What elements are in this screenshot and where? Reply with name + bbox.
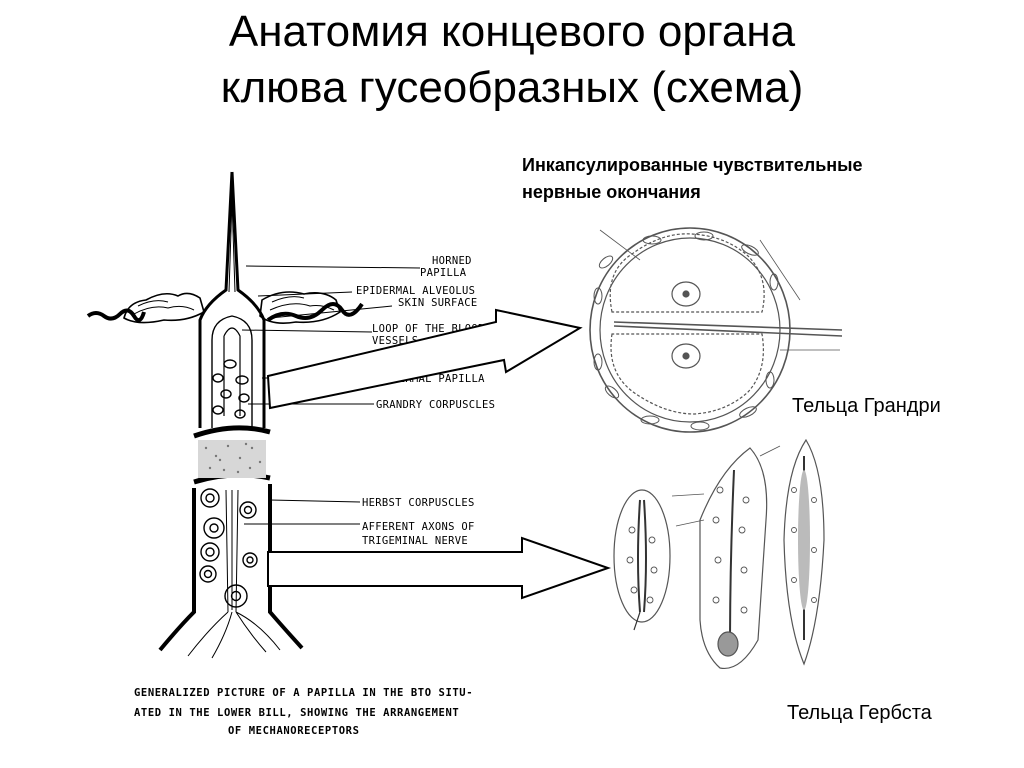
grandry-corpuscle-drawing xyxy=(589,227,843,433)
slide-title-line-1: Анатомия концевого органа xyxy=(228,7,796,56)
herbst-middle-body xyxy=(699,447,768,670)
stipple-region xyxy=(198,440,266,478)
label-afferent-axons: AFFERENT AXONS OF xyxy=(362,521,475,533)
arrow-to-grandry xyxy=(266,308,583,410)
label-grandry-corpuscles: GRANDRY CORPUSCLES xyxy=(376,399,495,411)
heading-line-1: Инкапсулированные чувствительные xyxy=(522,155,863,175)
encapsulated-endings-heading: Инкапсулированные чувствительные нервные… xyxy=(522,152,863,206)
epidermal-fold-right xyxy=(259,291,341,324)
herbst-corpuscle-group xyxy=(199,488,258,608)
label-skin-surface: SKIN SURFACE xyxy=(398,297,477,309)
nerve-bundle xyxy=(187,489,281,659)
label-papilla: PAPILLA xyxy=(420,267,467,279)
figure-caption-line-3: OF MECHANORECEPTORS xyxy=(228,725,360,737)
grandry-nucleus-top xyxy=(671,281,701,307)
dermal-papilla-outline xyxy=(211,315,253,428)
arrows xyxy=(266,308,612,600)
label-epidermal-alveolus: EPIDERMAL ALVEOLUS xyxy=(356,285,475,297)
slide-title: Анатомия концевого органа клюва гусеобра… xyxy=(0,4,1024,116)
papilla-labels: HORNED PAPILLA EPIDERMAL ALVEOLUS SKIN S… xyxy=(356,255,495,547)
grandry-nucleus-bottom xyxy=(671,343,701,369)
grandry-nerve-disc xyxy=(613,321,843,337)
epidermal-fold-left xyxy=(123,292,205,324)
heading-line-2: нервные окончания xyxy=(522,182,701,202)
slide-title-line-2: клюва гусеобразных (схема) xyxy=(220,63,804,112)
figure-caption-line-1: GENERALIZED PICTURE OF A PAPILLA IN THE … xyxy=(134,687,473,699)
label-trigeminal-nerve: TRIGEMINAL NERVE xyxy=(362,535,468,547)
grandry-lower-cell xyxy=(610,333,764,415)
grandry-upper-cell xyxy=(609,233,765,313)
herbst-corpuscle-drawing xyxy=(613,438,825,670)
figure-caption-line-2: ATED IN THE LOWER BILL, SHOWING THE ARRA… xyxy=(134,707,459,719)
break-band-top xyxy=(193,425,271,439)
blood-vessel-loop xyxy=(223,327,241,416)
herbst-caption: Тельца Гербста xyxy=(787,702,932,724)
lower-papilla-outline xyxy=(158,484,304,652)
label-herbst-corpuscles: HERBST CORPUSCLES xyxy=(362,497,475,509)
label-horned: HORNED xyxy=(432,255,472,267)
horned-papilla-outline xyxy=(198,171,266,428)
papilla-figure-caption: GENERALIZED PICTURE OF A PAPILLA IN THE … xyxy=(134,687,473,737)
herbst-small-oval xyxy=(613,489,671,623)
herbst-right-body xyxy=(783,438,825,666)
arrow-to-herbst xyxy=(267,536,612,600)
grandry-caption: Тельца Грандри xyxy=(792,395,941,417)
grandry-corpuscle-group xyxy=(212,359,250,419)
papilla-drawing xyxy=(86,171,421,659)
skin-surface-line xyxy=(86,302,364,323)
